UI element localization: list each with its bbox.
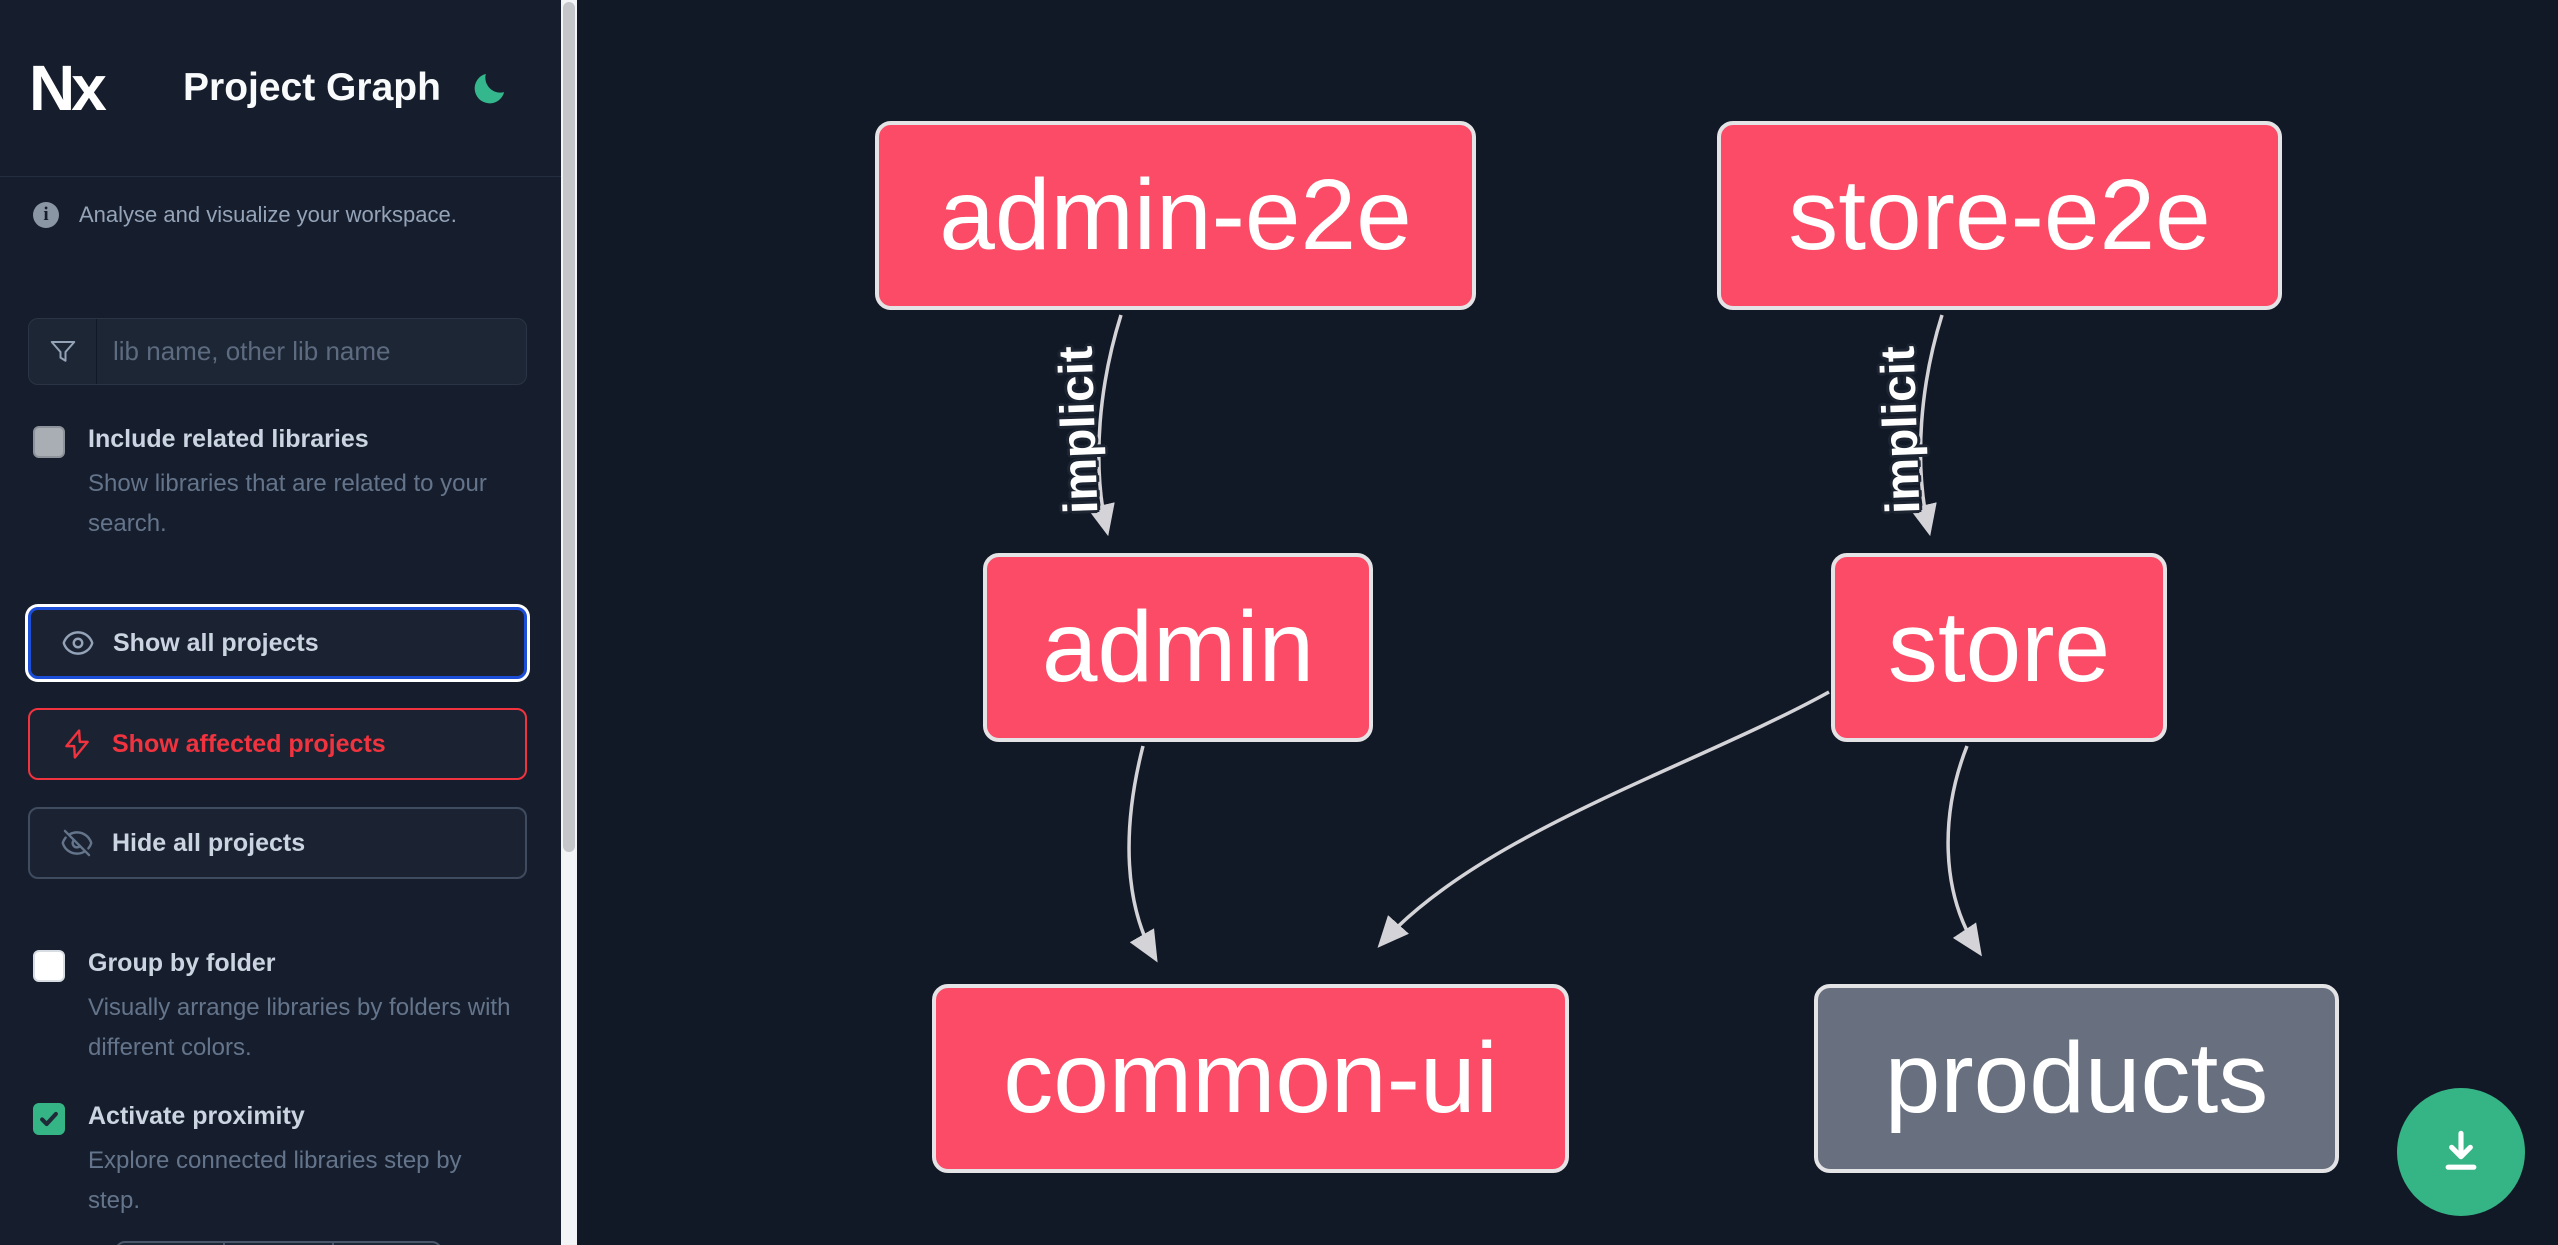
filter-funnel-icon (29, 319, 97, 384)
bottom-button-group-partial[interactable] (115, 1241, 442, 1245)
graph-node-products[interactable]: products (1814, 984, 2339, 1173)
graph-node-admin-e2e[interactable]: admin-e2e (875, 121, 1476, 310)
show-all-projects-button[interactable]: Show all projects (28, 607, 527, 679)
sidebar-scrollbar-thumb[interactable] (563, 2, 575, 852)
edge-store-e2e-to-store (1909, 314, 1944, 537)
button-label: Show affected projects (112, 729, 386, 758)
filter-search (28, 318, 527, 385)
checkbox-description: Show libraries that are related to your … (88, 470, 487, 537)
sidebar-header: Nx Project Graph (0, 0, 561, 177)
nx-logo: Nx (29, 52, 107, 124)
info-icon: i (33, 202, 59, 228)
workspace-tagline-row: i Analyse and visualize your workspace. (33, 202, 533, 228)
checkmark-icon (40, 1111, 58, 1127)
edge-label-implicit: implicit (1049, 345, 1109, 515)
activate-proximity-checkbox[interactable] (33, 1103, 65, 1135)
bolt-icon (60, 727, 94, 761)
checkbox-label: Activate proximity (88, 1102, 305, 1130)
project-graph-canvas[interactable]: implicit implicit admin-e2e store-e2e ad… (577, 0, 2558, 1245)
edge-admin-to-common-ui (1127, 745, 1158, 963)
graph-node-common-ui[interactable]: common-ui (932, 984, 1569, 1173)
download-icon (2445, 1130, 2477, 1170)
sidebar: Nx Project Graph i Analyse and visualize… (0, 0, 561, 1245)
button-label: Show all projects (113, 628, 319, 657)
group-by-folder-checkbox[interactable] (33, 950, 65, 982)
edge-store-to-products (1946, 745, 1982, 957)
include-related-libraries-checkbox[interactable] (33, 426, 65, 458)
checkbox-label: Include related libraries (88, 425, 369, 453)
edge-store-to-common-ui (1377, 690, 1830, 948)
workspace-tagline: Analyse and visualize your workspace. (79, 202, 457, 227)
show-affected-projects-button[interactable]: Show affected projects (28, 708, 527, 780)
edge-admin-e2e-to-admin (1087, 314, 1123, 537)
checkbox-description: Visually arrange libraries by folders wi… (88, 994, 511, 1061)
checkbox-description: Explore connected libraries step by step… (88, 1147, 462, 1214)
button-label: Hide all projects (112, 828, 306, 857)
page-title: Project Graph (183, 66, 441, 109)
eye-icon (61, 626, 95, 660)
dark-mode-moon-icon[interactable] (470, 68, 510, 108)
graph-node-store[interactable]: store (1831, 553, 2167, 742)
checkbox-label: Group by folder (88, 949, 276, 977)
search-input[interactable] (97, 319, 526, 384)
eye-slash-icon (60, 826, 94, 860)
graph-edges (1087, 314, 1982, 963)
graph-node-store-e2e[interactable]: store-e2e (1717, 121, 2282, 310)
download-image-button[interactable] (2397, 1088, 2525, 1216)
graph-node-admin[interactable]: admin (983, 553, 1373, 742)
edge-label-implicit: implicit (1871, 345, 1931, 515)
hide-all-projects-button[interactable]: Hide all projects (28, 807, 527, 879)
sidebar-scrollbar-track[interactable] (561, 0, 577, 1245)
